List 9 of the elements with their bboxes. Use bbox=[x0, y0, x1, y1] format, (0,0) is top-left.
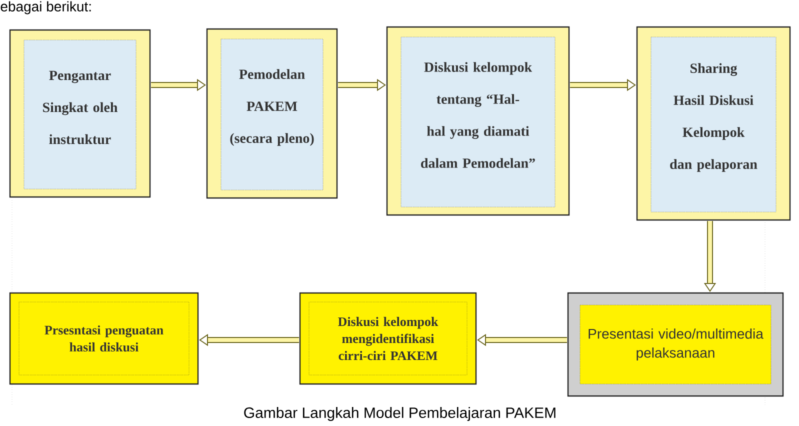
process-box: Prsesntasi penguatan hasil diskusi bbox=[9, 292, 199, 385]
process-box: Pemodelan PAKEM (secara pleno) bbox=[206, 28, 338, 199]
process-box: Sharing Hasil Diskusi Kelompok dan pelaporan bbox=[636, 26, 791, 221]
process-box: Diskusi kelompok tentang “Hal-hal yang diamati dalam Pemodelan” bbox=[386, 26, 570, 216]
process-box: Diskusi kelompok mengidentifikasi cirri-ciri PAKEM bbox=[299, 292, 477, 385]
cropped-text: ebagai berikut: bbox=[0, 1, 91, 14]
process-box: Pengantar Singkat oleh instruktur bbox=[9, 29, 151, 198]
process-box: Presentasi video/multimedia pelaksanaan bbox=[567, 292, 784, 397]
caption: Gambar Langkah Model Pembelajaran PAKEM bbox=[244, 407, 556, 421]
